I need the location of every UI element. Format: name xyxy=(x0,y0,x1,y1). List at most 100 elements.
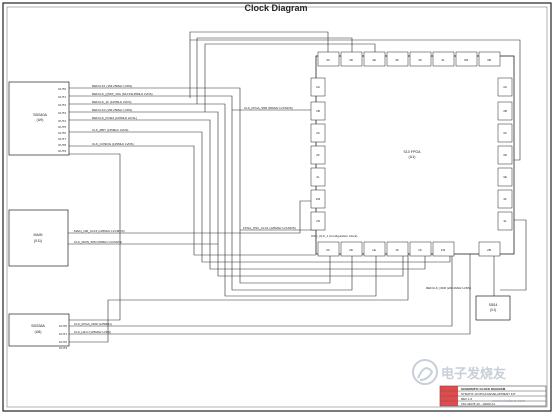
pin-label: 3B xyxy=(487,58,491,62)
signal-label: CLK_FPGA_50M (50MHz LVCMOS) xyxy=(244,106,293,110)
pin-label: OUT2 xyxy=(59,340,67,344)
block-fpga-ref: (U1) xyxy=(409,155,416,159)
wire-u8-out2 xyxy=(69,254,409,343)
pin-label: 3A xyxy=(503,85,507,89)
signal-label: CLK_CONFIG (125MHz LVDS) xyxy=(92,142,134,146)
wire-clk-zbit xyxy=(69,131,451,263)
titleblock-row1: SCHEMATIC CLOCK DIAGRAM xyxy=(461,387,506,391)
pin-label: OUT1 xyxy=(58,95,66,99)
pin-label: 3F xyxy=(503,197,507,201)
sheet-border-inner xyxy=(6,6,548,408)
fpga-left-pins xyxy=(310,77,326,231)
block-si5338a xyxy=(8,313,70,347)
pin-label: 2D xyxy=(349,248,354,252)
wire-u9-loop xyxy=(69,153,121,321)
pin-label: 3E xyxy=(503,175,507,179)
pin-label: OUT0 xyxy=(58,87,66,91)
wire-right-to-x1 xyxy=(500,278,527,291)
pin-label: 4K xyxy=(418,58,422,62)
block-si514-name: SI514 xyxy=(489,303,498,307)
fpga-left-pin-labels: 2A 2B 2C 2F 2L 2M 2N xyxy=(316,85,321,223)
signal-label: REFCLK_QSFP_10G (644.53125MHz LVDS) xyxy=(92,92,153,96)
pin-label: 4F xyxy=(395,58,399,62)
signal-label: CLK_FPGA_DDR (125MHz) xyxy=(74,322,112,326)
titleblock-row2: STRATIX 10 FPGA DEVELOPMENT KIT xyxy=(461,392,516,396)
block-main-ref: (X11) xyxy=(34,239,43,243)
diagram-title: Clock Diagram xyxy=(244,3,307,13)
watermark-url: www.elecfans.com xyxy=(492,398,526,403)
block-si514 xyxy=(475,295,511,321)
wire-top-4e xyxy=(204,43,376,112)
block-si5338a-name: SI5338A xyxy=(31,324,45,328)
signal-label: CLK_MAIN_50M (50MHz LVCMOS) xyxy=(74,240,122,244)
pin-label: OUT7 xyxy=(58,137,66,141)
signal-label: REFCLK_PCIE4 (100MHz HCSL) xyxy=(92,116,137,120)
signal-label: REFCLK4 (156.25MHz LVDS) xyxy=(92,108,132,112)
pin-label: 4C xyxy=(326,58,331,62)
block-si5340a-pins: OUT0 OUT1 OUT2 OUT3 OUT4 OUT5 OUT6 OUT7 … xyxy=(58,87,66,153)
pin-label: OUT4 xyxy=(58,119,66,123)
pin-label: 2C xyxy=(316,131,321,135)
pin-label: OUT3 xyxy=(59,346,67,350)
pin-label: 2B xyxy=(316,109,320,113)
pin-label: OUT3 xyxy=(58,111,66,115)
pin-label: 3D xyxy=(503,153,508,157)
pin-label: 2A xyxy=(316,85,320,89)
company-logo-icon xyxy=(440,386,458,406)
fpga-top-pin-labels: 4C 4D 4E 4F 4K 4L 4M 3B xyxy=(326,58,491,62)
signal-label: OSC_CLK_1 (Configuration Clock) xyxy=(311,234,357,238)
signal-label: CLK_ZBIT (125MHz LVDS) xyxy=(92,128,128,132)
wire-right-3l xyxy=(514,219,527,278)
pin-label: OUT9 xyxy=(58,149,66,153)
fpga-bottom-pin-labels: 3C 2D 1E 1F 1K 1M 2B xyxy=(326,248,491,252)
pin-label: 3L xyxy=(503,219,507,223)
wire-top-4d xyxy=(196,37,353,104)
signal-labels: REFCLK1 (156.25MHz LVDS) REFCLK_QSFP_10G… xyxy=(74,84,471,334)
wire-refclk4 xyxy=(69,111,404,277)
signal-label: MAIN_100_CLK3 (125MHz LVCMOS) xyxy=(74,229,125,233)
wire-main-clk3 xyxy=(68,200,316,234)
pin-label: OUT1 xyxy=(59,332,67,336)
pin-label: 1E xyxy=(372,248,376,252)
block-si514-ref: (X1) xyxy=(490,308,496,312)
titleblock-row3: REV 1.0 xyxy=(461,397,473,401)
pin-label: OUT2 xyxy=(58,103,66,107)
pin-label: 1K xyxy=(418,248,422,252)
pin-label: 3C xyxy=(503,131,508,135)
block-si5338a-ref: (U8) xyxy=(35,330,42,334)
wire-u8-out1 xyxy=(69,254,471,335)
pin-label: 2M xyxy=(316,197,321,201)
pin-label: 2B xyxy=(487,248,491,252)
fpga-right-pins xyxy=(497,77,513,231)
pin-label: OUT8 xyxy=(58,143,66,147)
watermark-text: 电子发烧友 xyxy=(441,366,506,382)
wire-refclk1 xyxy=(69,87,331,284)
fpga-right-pin-labels: 3A 3B 3C 3D 3E 3F 3L xyxy=(503,85,508,223)
pin-label: 2L xyxy=(316,175,320,179)
wire-right-3c xyxy=(190,39,521,161)
signal-label: REFCLK_DDR (240.0MHz LVDS) xyxy=(426,286,471,290)
pin-label: OUT5 xyxy=(58,125,66,129)
pin-label: 1M xyxy=(441,248,446,252)
wire-refclk-pcie xyxy=(69,119,426,270)
wire-u8-out0 xyxy=(69,254,453,327)
pin-label: 1F xyxy=(395,248,399,252)
pin-label: OUT0 xyxy=(59,324,67,328)
wire-clk-config xyxy=(69,145,316,256)
watermark-logo-icon xyxy=(412,359,438,385)
pin-label: 4E xyxy=(372,58,376,62)
signal-label: REFCLK_1F (125MHz LVDS) xyxy=(92,100,131,104)
block-si5340a-ref: (U9) xyxy=(37,118,44,122)
pin-label: 3B xyxy=(503,109,507,113)
title-block: SCHEMATIC CLOCK DIAGRAM STRATIX 10 FPGA … xyxy=(439,385,547,407)
block-si5340a xyxy=(8,81,70,156)
block-si5338a-pins: OUT0 OUT1 OUT2 OUT3 xyxy=(59,324,67,350)
fpga-top-pins xyxy=(317,51,501,67)
block-si5340a-name: SI5340A xyxy=(33,113,47,117)
signal-label: REFCLK1 (156.25MHz LVDS) xyxy=(92,84,132,88)
pin-label: 4L xyxy=(441,58,445,62)
watermark: 电子发烧友 xyxy=(412,359,506,385)
fpga-bottom-pins xyxy=(317,241,501,257)
